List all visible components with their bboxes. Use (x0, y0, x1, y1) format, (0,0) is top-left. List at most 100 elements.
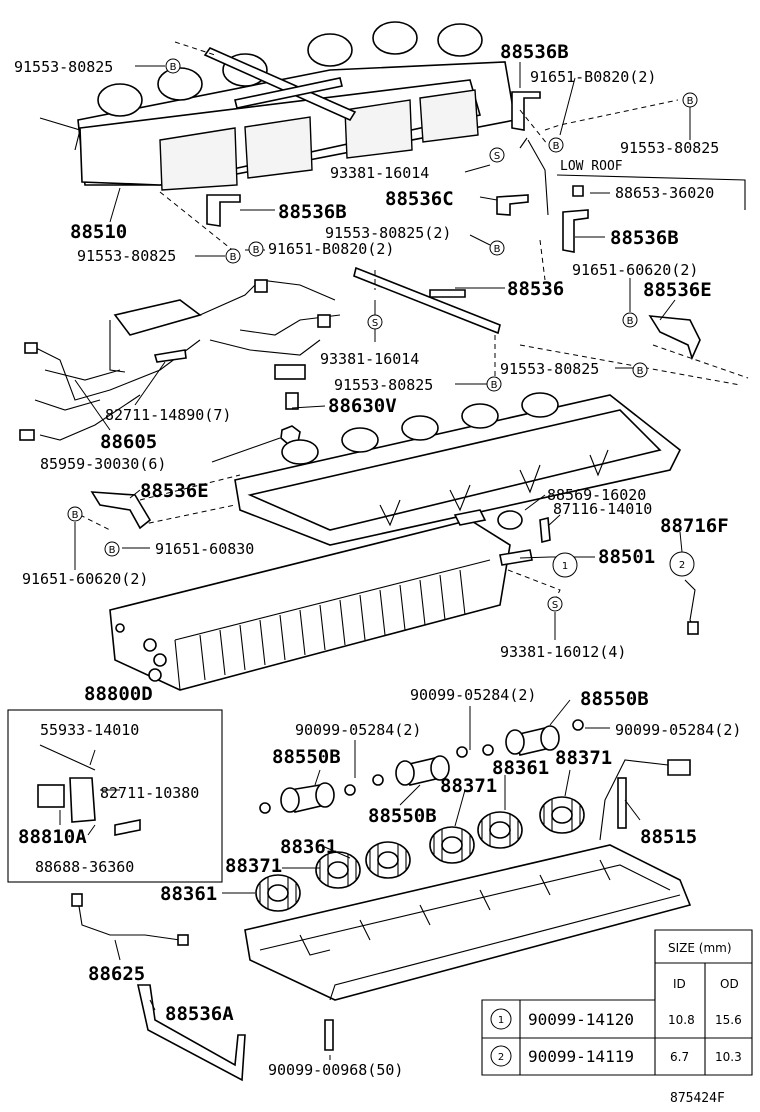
svg-text:1: 1 (562, 561, 568, 572)
label-88361: 88361 (492, 757, 549, 779)
bracket-88536A (137, 984, 246, 1082)
label-55933-14010: 55933-14010 (40, 721, 139, 739)
svg-text:B: B (627, 316, 634, 327)
label-88536B: 88536B (610, 227, 679, 249)
bolt-symbol: B (248, 241, 264, 257)
bolt-symbol: B (489, 240, 505, 256)
svg-text:B: B (553, 141, 560, 152)
label-91651-B0820: 91651-B0820(2) (268, 240, 394, 258)
svg-text:10.8: 10.8 (668, 1013, 695, 1027)
bracket-88536E-left (90, 491, 152, 530)
label-91553-80825: 91553-80825 (334, 376, 433, 394)
bolt-symbol: B (548, 137, 564, 153)
o-ring-88569 (497, 510, 523, 530)
svg-text:S: S (494, 151, 500, 162)
svg-text:B: B (494, 244, 501, 255)
bolt-symbol: B (225, 248, 241, 264)
fastener-symbols: B B B S B B B B S B B B B S 1 2 (67, 58, 698, 612)
bolt-symbol: B (486, 376, 502, 392)
fan-wheels (255, 796, 585, 912)
label-88501: 88501 (598, 546, 655, 568)
svg-text:B: B (72, 510, 79, 521)
label-88515: 88515 (640, 826, 697, 848)
duct-assembly-88510 (39, 21, 516, 191)
svg-text:B: B (109, 545, 116, 556)
svg-text:B: B (170, 62, 177, 73)
blower-motors (259, 719, 584, 814)
label-88630V: 88630V (328, 395, 397, 417)
label-88550B: 88550B (368, 805, 437, 827)
sensor-88630V (285, 392, 299, 410)
ref-2-symbol: 2 (669, 551, 695, 577)
size-table: SIZE (mm) ID OD 1 90099-14120 10.8 15.6 … (481, 929, 753, 1076)
label-88536C: 88536C (385, 188, 454, 210)
label-88371: 88371 (225, 855, 282, 877)
label-82711-10380: 82711-10380 (100, 784, 199, 802)
size-table-col-od: OD (720, 977, 739, 991)
svg-text:15.6: 15.6 (715, 1013, 742, 1027)
table-row: 1 90099-14120 10.8 15.6 (490, 1008, 742, 1030)
harness-88605 (19, 279, 341, 441)
label-88536B: 88536B (500, 41, 569, 63)
evaporator-housing (234, 392, 682, 546)
label-91651-60830: 91651-60830 (155, 540, 254, 558)
svg-text:6.7: 6.7 (670, 1050, 689, 1064)
label-88361: 88361 (160, 883, 217, 905)
label-88625: 88625 (88, 963, 145, 985)
label-82711-14890: 82711-14890(7) (105, 406, 231, 424)
label-91553-80825: 91553-80825 (77, 247, 176, 265)
svg-text:B: B (687, 96, 694, 107)
diagram-code: 875424F (670, 1091, 725, 1106)
label-90099-05284: 90099-05284(2) (295, 721, 421, 739)
label-88510: 88510 (70, 221, 127, 243)
label-90099-00968: 90099-00968(50) (268, 1061, 403, 1079)
svg-text:S: S (372, 318, 378, 329)
harness-88625 (77, 899, 181, 941)
bolt-symbol: B (622, 312, 638, 328)
bolt-symbol: B (67, 506, 83, 522)
size-table-title: SIZE (mm) (668, 941, 732, 955)
label-88536B: 88536B (278, 201, 347, 223)
label-93381-16012: 93381-16012(4) (500, 643, 626, 661)
screw-symbol: S (489, 147, 505, 163)
label-91553-80825: 91553-80825 (14, 58, 113, 76)
label-93381-16014: 93381-16014 (320, 350, 419, 368)
label-85959-30030: 85959-30030(6) (40, 455, 166, 473)
part-labels: 91553-80825 88536B 91651-B0820(2) 91553-… (14, 41, 741, 1106)
evaporator-core-88501 (109, 519, 511, 691)
label-87116-14010: 87116-14010 (553, 500, 652, 518)
bolt-symbol: B (165, 58, 181, 74)
bracket-88536B-top (206, 91, 589, 253)
lower-case (244, 844, 692, 1001)
label-low-roof: LOW ROOF (560, 159, 623, 174)
label-88536: 88536 (507, 278, 564, 300)
screw-symbol: S (367, 314, 383, 330)
label-88371: 88371 (555, 747, 612, 769)
svg-text:2: 2 (498, 1052, 504, 1063)
svg-text:10.3: 10.3 (715, 1050, 742, 1064)
label-88653-36020: 88653-36020 (615, 184, 714, 202)
label-88569-16020: 88569-16020 (547, 486, 646, 504)
label-88536E: 88536E (643, 279, 712, 301)
leader-lines (59, 62, 691, 1060)
svg-text:90099-14119: 90099-14119 (528, 1047, 634, 1066)
svg-text:B: B (253, 245, 260, 256)
svg-text:B: B (637, 366, 644, 377)
bolt-symbol: B (682, 92, 698, 108)
label-88371: 88371 (440, 775, 497, 797)
low-roof-callout (519, 137, 746, 216)
label-91651-B0820: 91651-B0820(2) (530, 68, 656, 86)
svg-text:2: 2 (679, 560, 685, 571)
bolt-symbol: B (632, 362, 648, 378)
label-88361: 88361 (280, 836, 337, 858)
svg-text:1: 1 (498, 1015, 504, 1026)
bolt-90099-00968 (324, 1019, 334, 1051)
bracket-88536 (353, 266, 501, 335)
label-91553-80825: 91553-80825 (620, 139, 719, 157)
relay-88810A (37, 784, 65, 808)
label-88536E: 88536E (140, 480, 209, 502)
ref-1-symbol: 1 (552, 552, 578, 578)
label-88810A: 88810A (18, 826, 87, 848)
inset-88800D (7, 709, 223, 883)
